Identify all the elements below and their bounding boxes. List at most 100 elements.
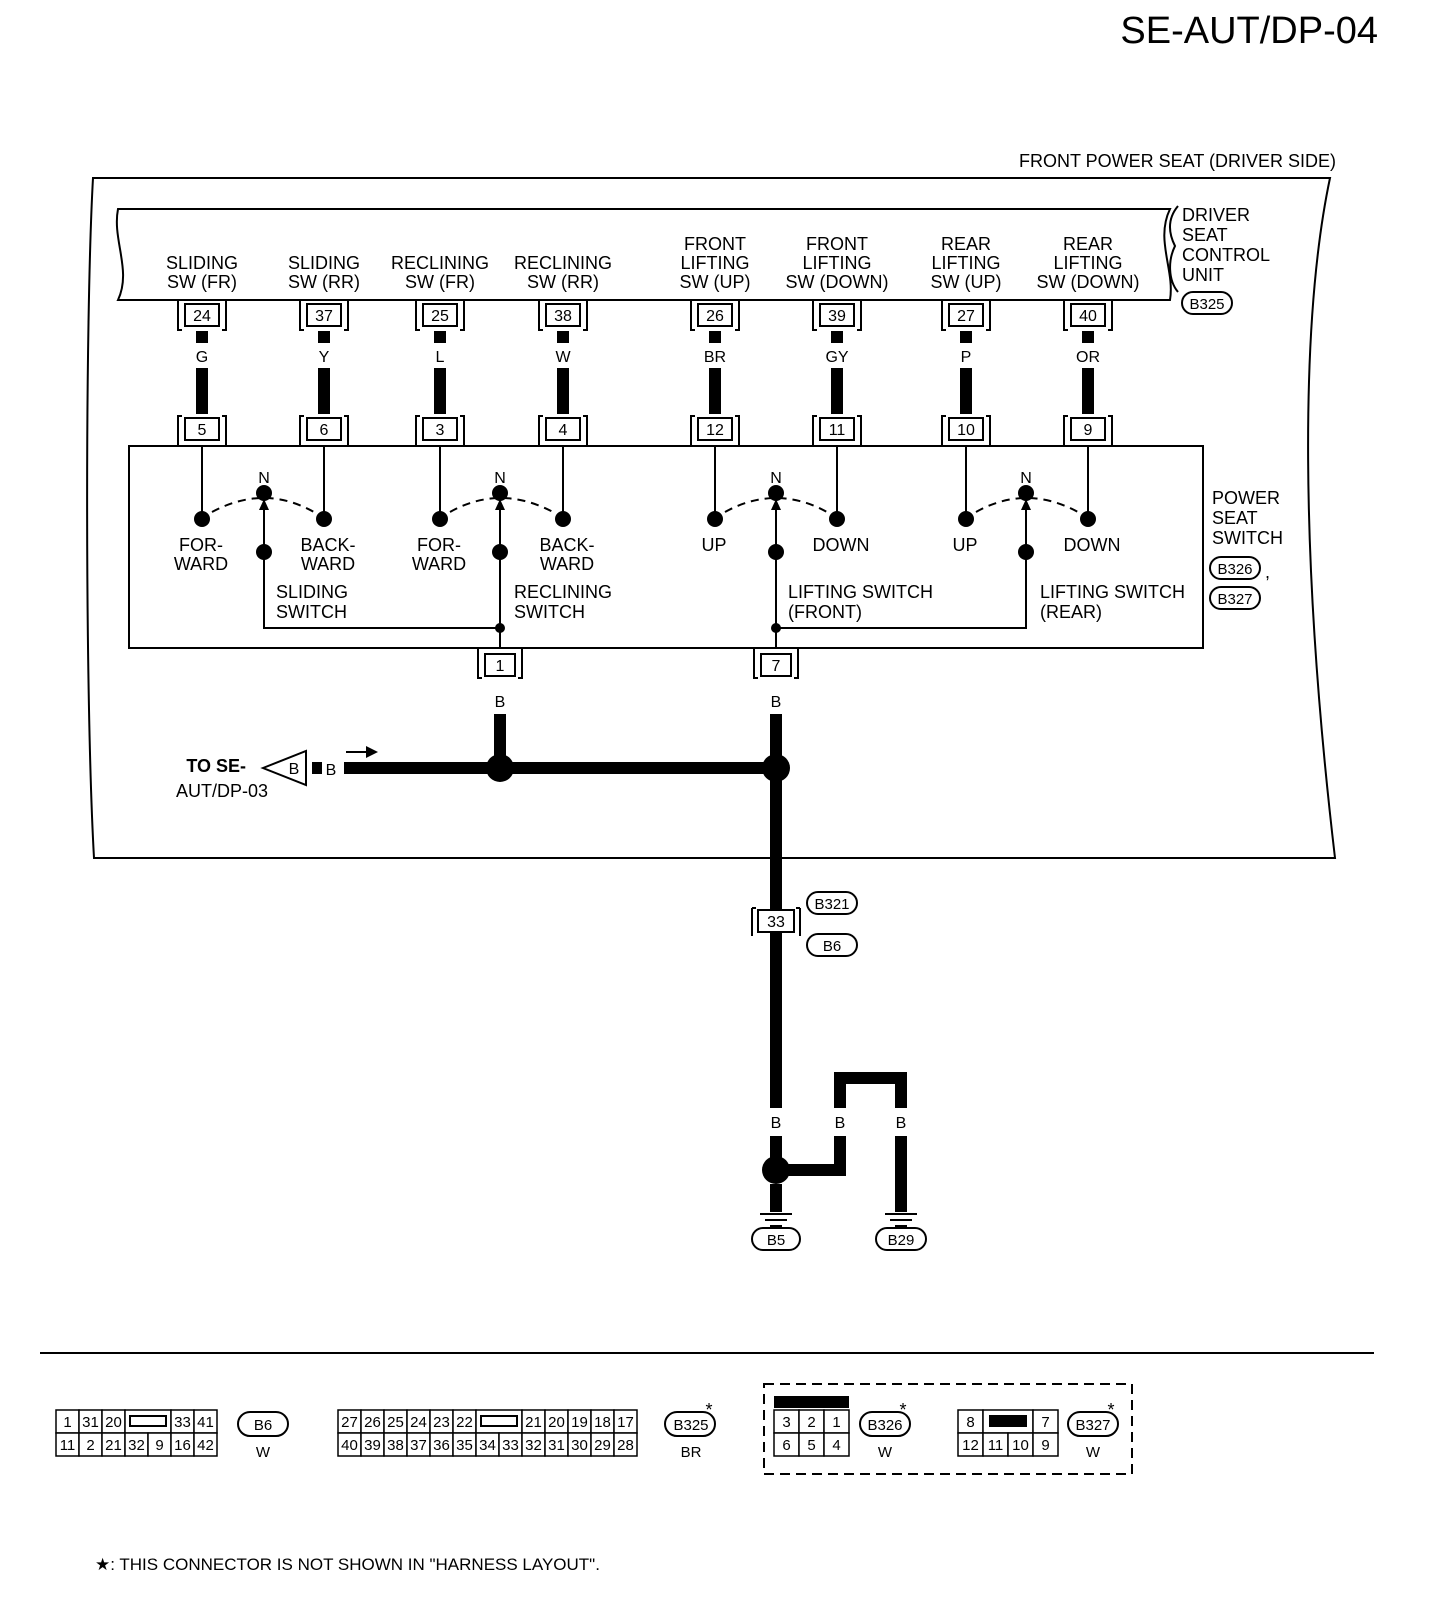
wire-color: P [961,349,972,366]
connector-id-b321: B321 [814,896,849,913]
connector-pin-number: 32 [525,1437,542,1454]
connector-pill-b326 [1209,556,1261,580]
ground-id-b29: B29 [888,1232,915,1249]
connector-pin-number: 31 [548,1437,565,1454]
ground-wire-mask [889,1108,913,1136]
terminal-label-line: RECLINING [391,253,489,273]
junction-color-below: B [771,954,782,971]
neutral-label: N [1020,470,1032,487]
ground-symbol [760,1213,917,1227]
connector-view-pill [1067,1411,1119,1437]
switch-pin-bracket [299,415,349,446]
switch-label-line: POWER [1212,488,1280,508]
position-label: DOWN [813,535,870,555]
contact-dot [194,511,210,527]
position-label: FOR- [179,535,223,555]
pin-bracket [812,300,862,331]
switch-pin-box [948,417,984,441]
internal-splice-dot [771,623,781,633]
terminal-label-line: LIFTING [802,253,871,273]
control-unit-label: DRIVER SEAT CONTROL UNIT [1182,205,1270,285]
terminal-label-line: LIFTING [680,253,749,273]
switch-pin-box [819,417,855,441]
switch-pin-number: 6 [320,422,329,439]
connector-view-pill [237,1411,289,1437]
switch-pin-bracket [177,415,227,446]
connector-view-id: B326 [867,1417,902,1434]
connector-pin-number: 26 [364,1414,381,1431]
to-link-text: AUT/DP-03 [176,781,268,801]
connector-separator: , [1265,562,1270,582]
ground-pill-b5 [751,1227,801,1251]
contact-dot [1018,485,1034,501]
switch-pin-number: 9 [1084,422,1093,439]
switch-pin-bracket [941,415,991,446]
common-pin-number: 7 [772,658,781,675]
terminal-label-line: SLIDING [166,253,238,273]
connector-pill-b327 [1209,586,1261,610]
contact-dot [958,511,974,527]
position-label: BACK- [539,535,594,555]
pin-box [948,303,984,327]
connector-pin-number: 20 [105,1414,122,1431]
pin-number: 38 [554,308,572,325]
splice-dot [762,754,790,782]
control-unit-bracket [1169,205,1179,293]
connector-pin-number: 39 [364,1437,381,1454]
ground-pill-b29 [875,1227,927,1251]
pin-box [422,303,458,327]
switch-name: RECLINING [514,582,612,602]
control-unit-body [115,208,1172,301]
connector-pin-number: 28 [617,1437,634,1454]
connector-pin-number: 6 [782,1437,790,1454]
connector-pin-number: 3 [782,1414,790,1431]
switch-name: SLIDING [276,582,348,602]
to-link-color-in: B [289,761,300,778]
switch-pin-box [306,417,342,441]
connector-id-b326: B326 [1217,561,1252,578]
connector-pin-number: 5 [807,1437,815,1454]
pin-number: 27 [957,308,975,325]
common-pin-wire-color: B [771,694,782,711]
pin-bracket [1063,300,1113,331]
switch-name: SWITCH [276,602,347,622]
switch-pin-bracket [690,415,740,446]
connector-pin-number: 2 [807,1414,815,1431]
contact-dot [829,511,845,527]
connector-pin-number: 34 [479,1437,496,1454]
position-label: WARD [412,554,466,574]
switch-name: LIFTING SWITCH [788,582,933,602]
connector-id-b6-junction: B6 [823,938,841,955]
contact-dot [555,511,571,527]
switch-pin-number: 11 [829,422,846,439]
switch-pin-bracket [812,415,862,446]
connector-pin-number: 19 [571,1414,588,1431]
terminal-label-line: SW (UP) [931,272,1002,292]
to-link-arrow [260,749,307,787]
switch-pin-number: 4 [559,422,568,439]
terminal-label-line: REAR [941,234,991,254]
dashed-group-box [763,1383,1133,1475]
pin-number: 39 [828,308,846,325]
connector-pin-number: 27 [341,1414,358,1431]
terminal-label-line: FRONT [806,234,868,254]
connector-view-star: * [705,1400,712,1420]
pin-bracket [177,300,227,331]
connector-view-id: B325 [673,1417,708,1434]
switch-name: SWITCH [514,602,585,622]
terminal-label-line: LIFTING [931,253,1000,273]
switch-pin-box [1070,417,1106,441]
flow-arrow-head [366,746,378,758]
connector-pin-number: 8 [966,1414,974,1431]
connector-cell [823,1432,850,1457]
terminal-label-line: SLIDING [288,253,360,273]
connector-pin-number: 36 [433,1437,450,1454]
